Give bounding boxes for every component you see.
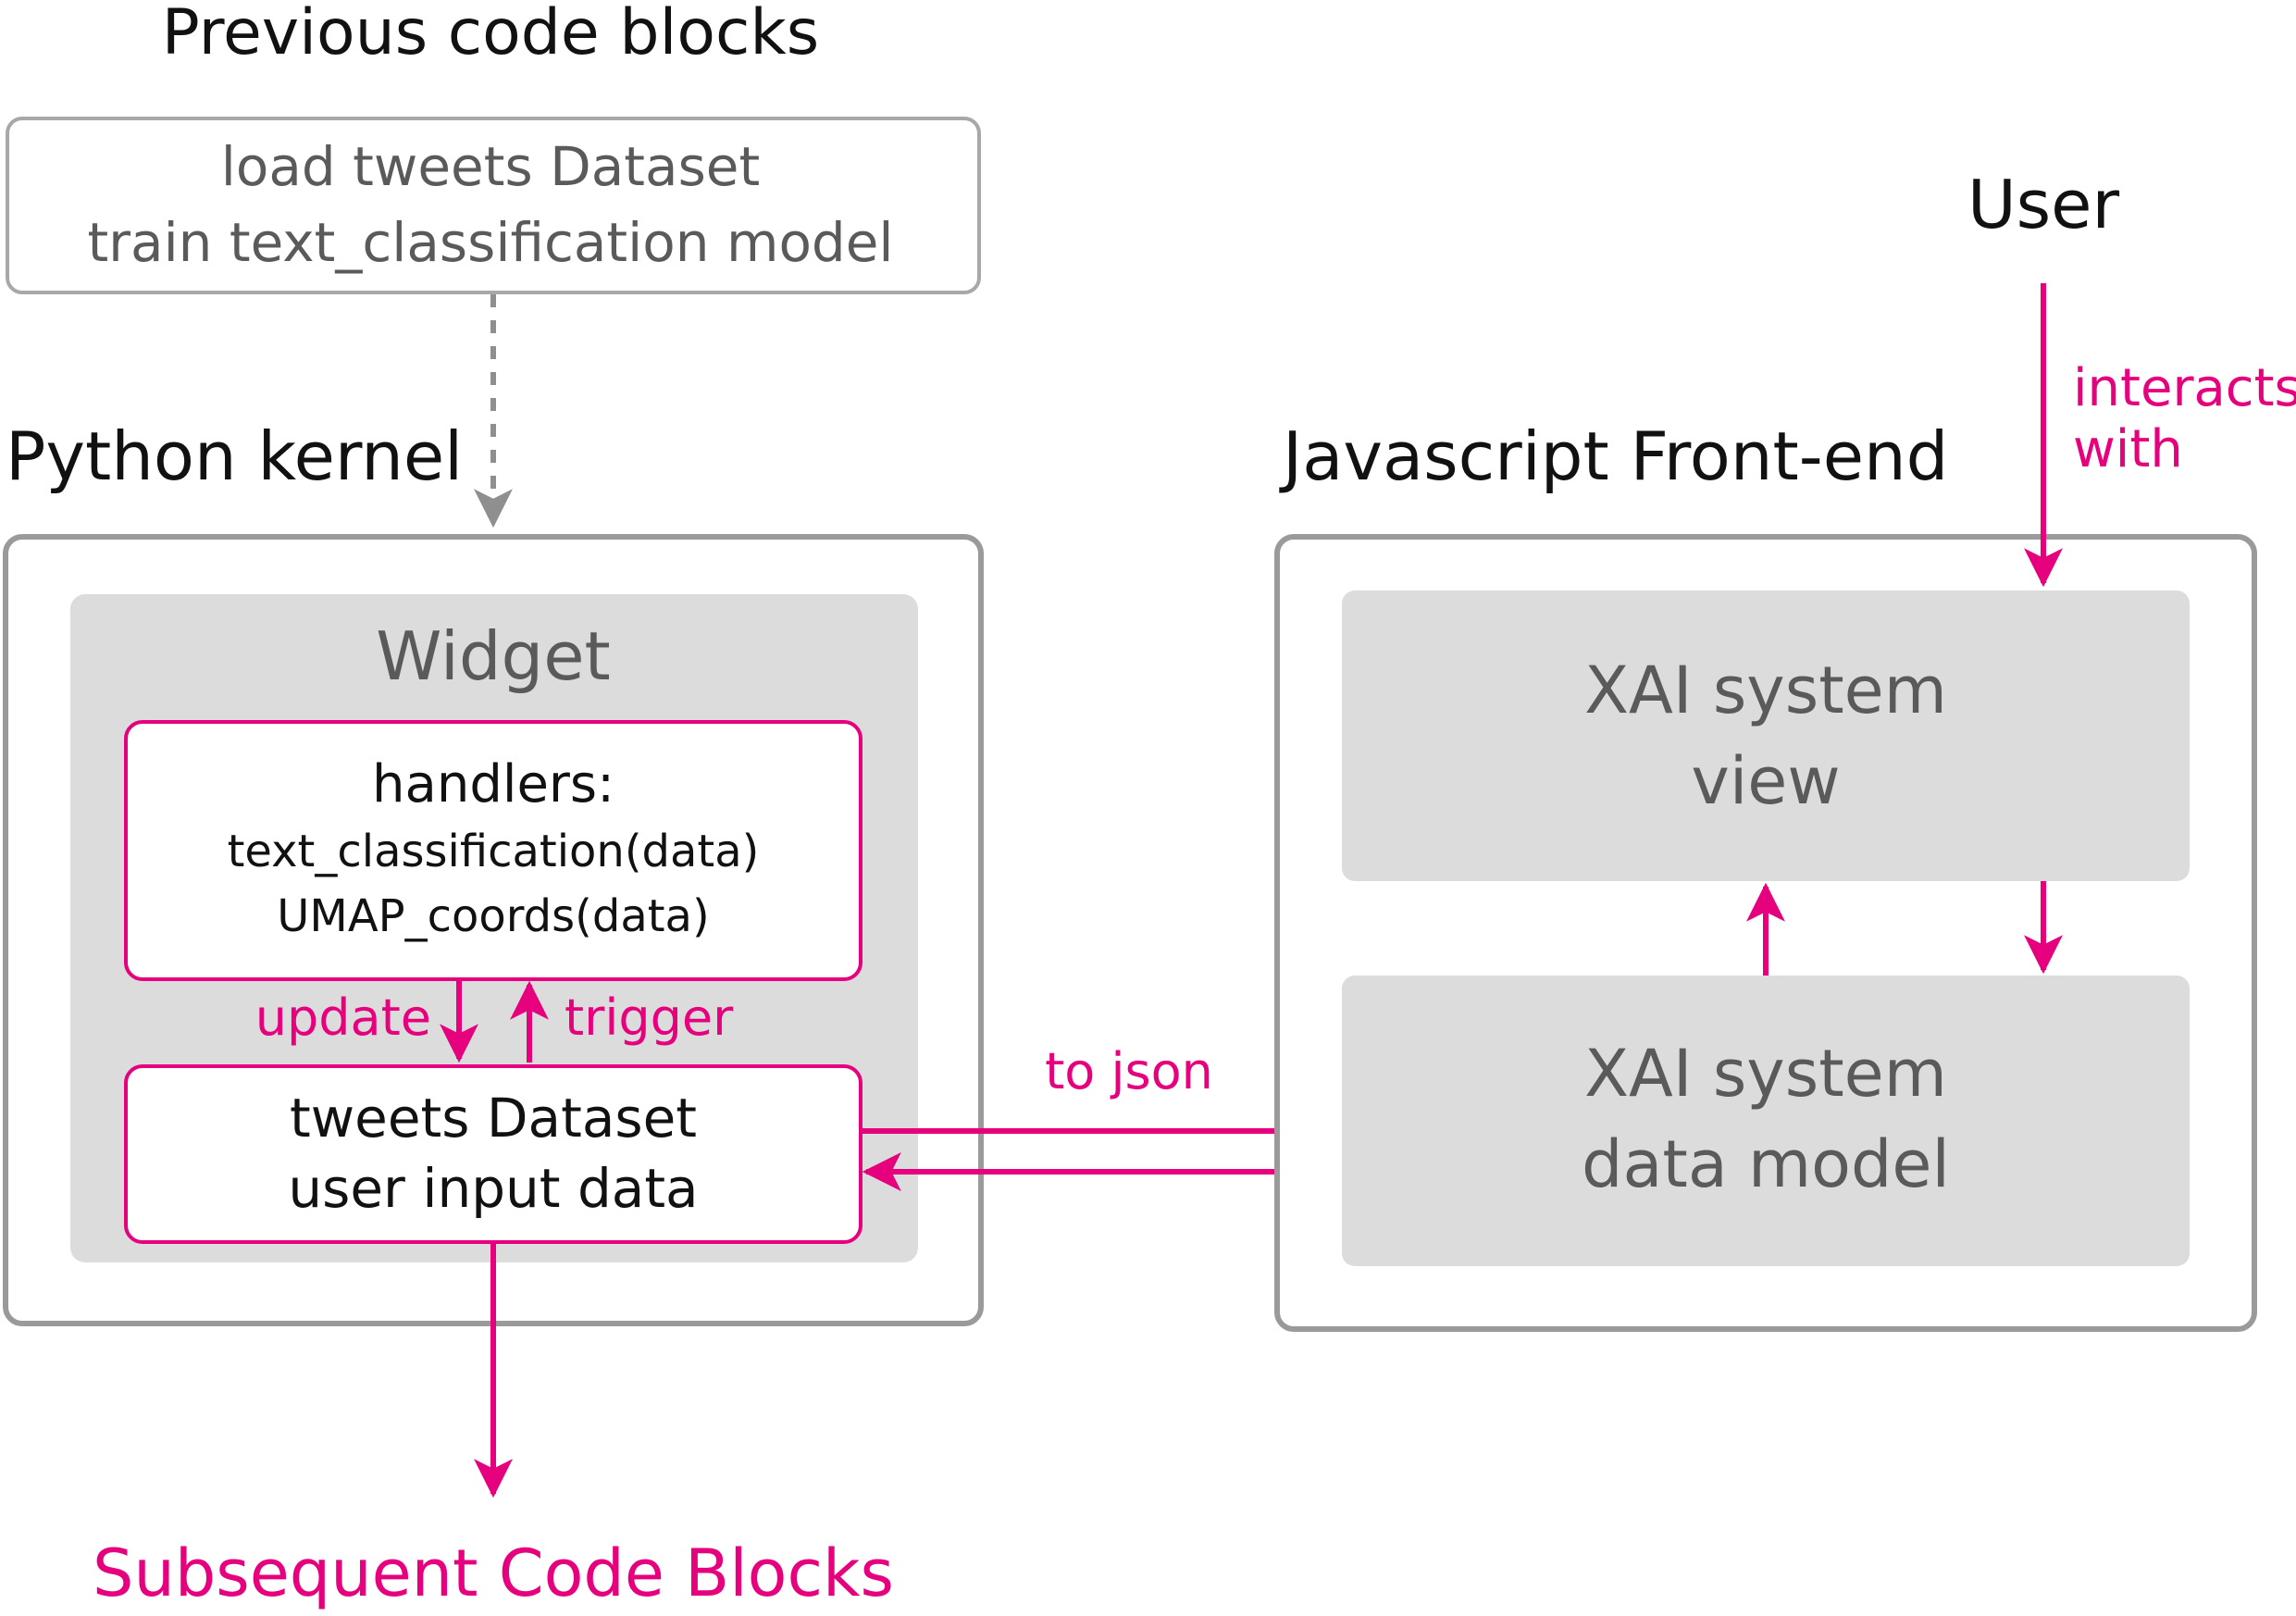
update-label: update [255,988,431,1047]
xai-view-box [1342,590,2190,881]
handler-umap-coords: UMAP_coords(data) [277,890,709,942]
xai-view-line-2: view [1691,743,1840,819]
dataset-line-2: user input data [288,1157,698,1220]
dataset-line-1: tweets Dataset [290,1087,697,1150]
previous-box-line-1: load tweets Dataset [221,135,760,198]
xai-data-model-box [1342,976,2190,1266]
subsequent-code-blocks-label: Subsequent Code Blocks [93,1535,894,1611]
trigger-label: trigger [565,988,734,1047]
previous-code-box [6,117,981,294]
interacts-label-line-1: interacts [2073,358,2296,418]
to-json-label: to json [1045,1042,1213,1100]
javascript-frontend-heading: Javascript Front-end [1279,417,1948,495]
xai-view-line-1: XAI system [1584,653,1947,728]
interacts-label-line-2: with [2073,419,2183,479]
previous-code-blocks-heading: Previous code blocks [162,0,819,69]
handlers-title: handlers: [372,754,614,814]
handlers-box [124,720,863,981]
dataset-box [124,1064,863,1244]
widget-title: Widget [376,617,611,695]
xai-model-line-2: data model [1582,1126,1950,1202]
user-label: User [1967,166,2120,243]
previous-box-line-2: train text_classification model [87,211,893,274]
handler-text-classification: text_classification(data) [228,826,760,877]
python-kernel-heading: Python kernel [6,417,463,495]
xai-model-line-1: XAI system [1584,1036,1947,1112]
